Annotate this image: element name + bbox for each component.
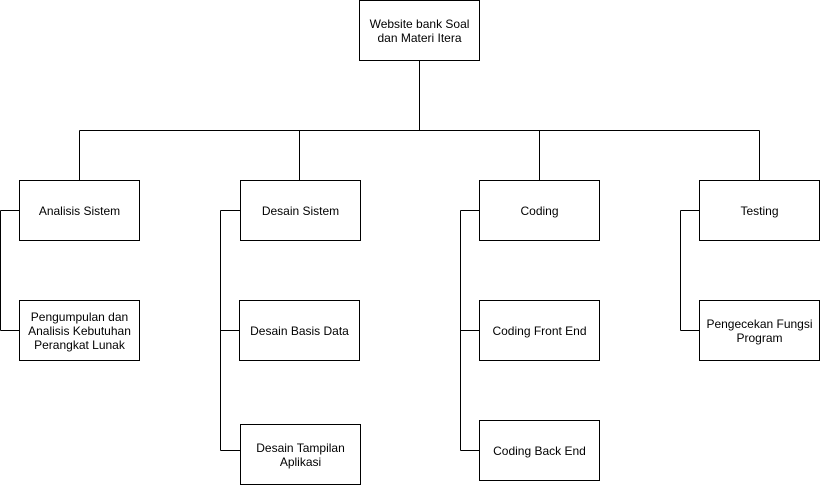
phase-node-analisis-sistem: Analisis Sistem bbox=[19, 180, 140, 241]
phase-label: Desain Sistem bbox=[261, 203, 340, 218]
task-node-pengecekan-fungsi-program: Pengecekan Fungsi Program bbox=[699, 300, 820, 361]
task-node-coding-front-end: Coding Front End bbox=[479, 300, 600, 361]
phase-node-coding: Coding bbox=[479, 180, 600, 241]
task-label: Pengecekan Fungsi Program bbox=[706, 316, 813, 345]
task-label: Pengumpulan dan Analisis Kebutuhan Peran… bbox=[28, 309, 131, 352]
phase-node-testing: Testing bbox=[699, 180, 820, 241]
task-label: Desain Basis Data bbox=[250, 323, 349, 338]
task-label: Coding Back End bbox=[493, 443, 586, 458]
task-node-desain-basis-data: Desain Basis Data bbox=[239, 300, 360, 361]
phase-node-desain-sistem: Desain Sistem bbox=[240, 180, 361, 241]
task-label: Desain Tampilan Aplikasi bbox=[256, 440, 345, 469]
phase-label: Analisis Sistem bbox=[38, 203, 121, 218]
root-node: Website bank Soal dan Materi Itera bbox=[359, 0, 480, 61]
task-node-desain-tampilan-aplikasi: Desain Tampilan Aplikasi bbox=[240, 424, 361, 485]
root-label: Website bank Soal dan Materi Itera bbox=[369, 16, 470, 45]
phase-label: Testing bbox=[740, 203, 779, 218]
task-node-coding-back-end: Coding Back End bbox=[479, 420, 600, 481]
task-node-pengumpulan-analisis-kebutuhan: Pengumpulan dan Analisis Kebutuhan Peran… bbox=[19, 300, 140, 361]
phase-label: Coding bbox=[520, 203, 559, 218]
task-label: Coding Front End bbox=[492, 323, 587, 338]
